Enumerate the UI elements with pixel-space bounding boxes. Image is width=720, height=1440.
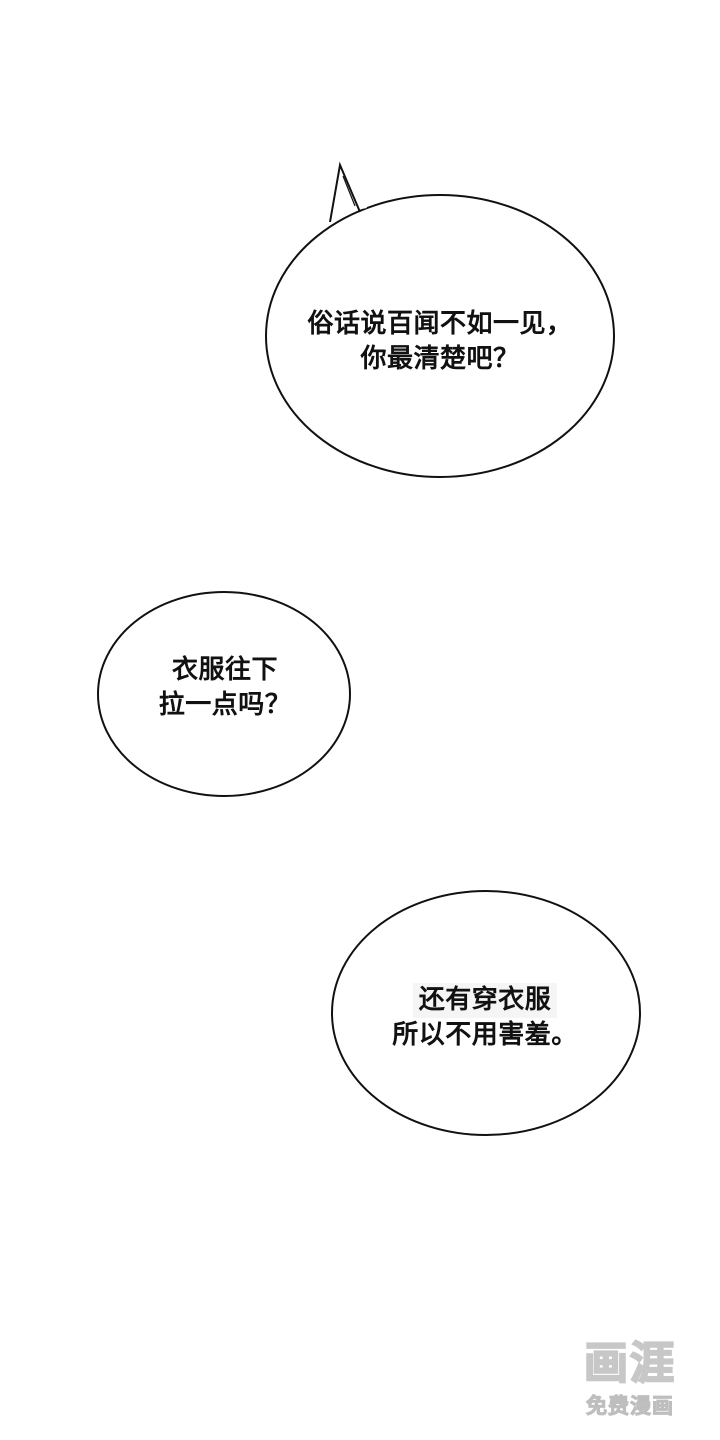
bubble-tail (329, 161, 361, 223)
bubble-3-text: 还有穿衣服 所以不用害羞。 (340, 983, 630, 1053)
bubble-2-line-2: 拉一点吗？ (158, 690, 292, 720)
bubble-3-line-1: 还有穿衣服 (412, 983, 558, 1018)
bubble-2-text: 衣服往下 拉一点吗？ (110, 653, 340, 723)
bubble-2-line-1: 衣服往下 (171, 655, 278, 685)
bubble-1-text: 俗话说百闻不如一见， 你最清楚吧？ (270, 307, 610, 377)
bubble-3-line-2: 所以不用害羞。 (392, 1020, 578, 1050)
watermark-subtitle: 免费漫画 (586, 1394, 674, 1419)
bubble-1-line-1: 俗话说百闻不如一见， (307, 309, 573, 339)
watermark-logo: 画涯 (583, 1337, 676, 1390)
speech-bubble-2 (97, 591, 351, 797)
bubble-3-line-1-wrap: 还有穿衣服 (340, 983, 630, 1018)
bubble-tail-inner (342, 175, 356, 207)
bubble-1-line-2: 你最清楚吧？ (360, 344, 520, 374)
bubble-tail-fill (322, 165, 367, 216)
watermark: 画涯 免费漫画 (568, 1336, 692, 1420)
speech-bubble-1 (265, 161, 615, 478)
